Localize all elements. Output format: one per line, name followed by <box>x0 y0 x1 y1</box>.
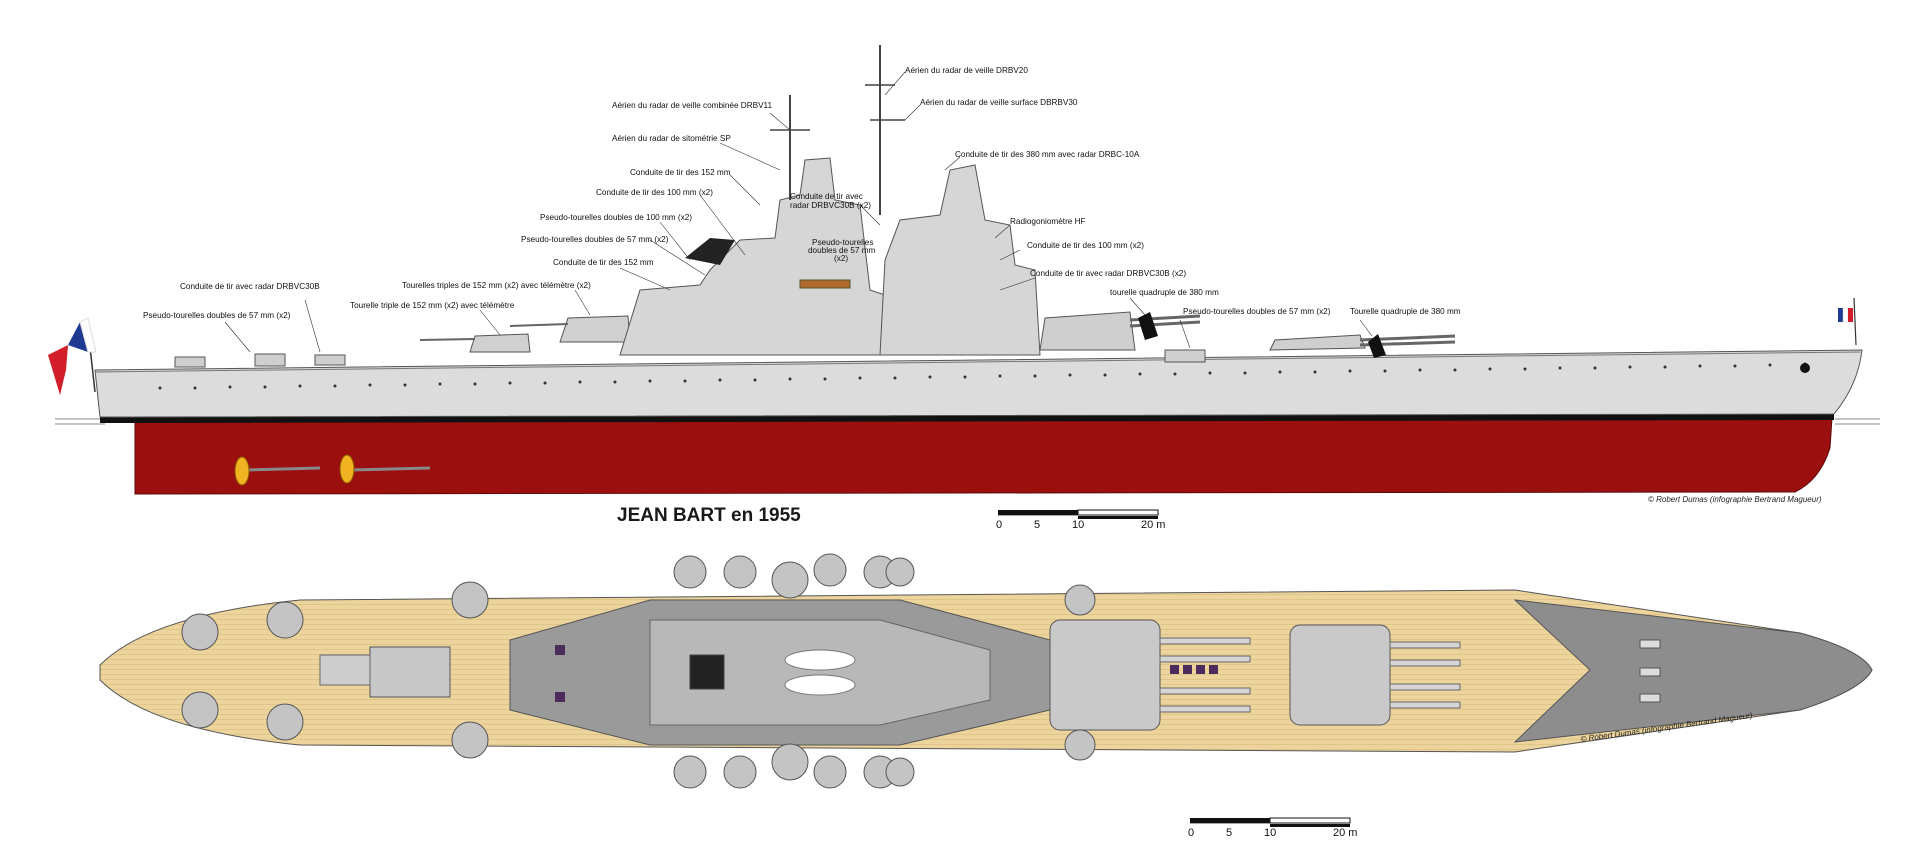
scale-plan-10: 10 <box>1264 827 1277 839</box>
label-cdt-drbvc30b-right: Conduite de tir avec radar DRBVC30B (x2) <box>1030 269 1187 278</box>
scale-profile-5: 5 <box>1034 519 1041 531</box>
scale-profile-0: 0 <box>996 519 1003 531</box>
label-cdt-drbvc30b-1: Conduite de tir avec <box>790 192 863 201</box>
label-pt57-c2: doubles de 57 mm <box>808 246 876 255</box>
label-pt57-left: Pseudo-tourelles doubles de 57 mm (x2) <box>143 311 291 320</box>
scale-profile-20: 20 m <box>1141 519 1166 531</box>
plan-turret-380-a <box>1289 624 1391 726</box>
label-drbv20: Aérien du radar de veille DRBV20 <box>905 66 1028 75</box>
label-pt57-mid: Pseudo-tourelles doubles de 57 mm (x2) <box>521 235 669 244</box>
propeller-2 <box>339 454 355 484</box>
scale-plan-20: 20 m <box>1333 827 1358 839</box>
label-sitometrie: Aérien du radar de sitométrie SP <box>612 134 731 143</box>
bow-deck <box>1513 599 1873 743</box>
label-quad380-a: tourelle quadruple de 380 mm <box>1110 288 1219 297</box>
plan-view <box>99 553 1873 789</box>
bow-flag <box>1838 297 1857 346</box>
label-quad380-b: Tourelle quadruple de 380 mm <box>1350 307 1461 316</box>
label-pt57-c1: Pseudo-tourelles <box>812 238 874 247</box>
label-cdt-drbvc30b-left: Conduite de tir avec radar DRBVC30B <box>180 282 320 291</box>
label-tourelle152-tele: Tourelle triple de 152 mm (x2) avec télé… <box>350 301 515 310</box>
profile-view <box>48 45 1880 495</box>
drawing-title: JEAN BART en 1955 <box>617 505 801 526</box>
underwater-hull <box>134 417 1833 495</box>
upper-hull <box>94 349 1863 418</box>
stern-flag <box>48 317 97 395</box>
turret-380-b <box>1039 311 1136 351</box>
scale-profile-10: 10 <box>1072 519 1085 531</box>
scale-plan-5: 5 <box>1226 827 1233 839</box>
credit-profile: © Robert Dumas (infographie Bertrand Mag… <box>1648 495 1822 504</box>
turret-380-a <box>1269 334 1366 351</box>
label-cdt152-top: Conduite de tir des 152 mm <box>630 168 731 177</box>
label-cdt-drbvc30b-2: radar DRBVC30B (x2) <box>790 201 871 210</box>
label-pt57-c3: (x2) <box>834 254 849 263</box>
leader-lines <box>224 71 1373 353</box>
scale-bar-profile <box>998 509 1159 519</box>
label-drbv30: Aérien du radar de veille surface DBRBV3… <box>920 98 1078 107</box>
label-pt100: Pseudo-tourelles doubles de 100 mm (x2) <box>540 213 693 222</box>
scale-plan-0: 0 <box>1188 827 1195 839</box>
propeller-1 <box>234 456 250 486</box>
label-cdt100: Conduite de tir des 100 mm (x2) <box>596 188 713 197</box>
plan-turret-380-b <box>1049 619 1161 731</box>
label-radiogonio: Radiogoniomètre HF <box>1010 217 1086 226</box>
label-cdt100-right: Conduite de tir des 100 mm (x2) <box>1027 241 1144 250</box>
label-drbc10a: Conduite de tir des 380 mm avec radar DR… <box>955 150 1140 159</box>
funnel-cap <box>685 238 735 265</box>
label-tourelles152: Tourelles triples de 152 mm (x2) avec té… <box>402 281 591 290</box>
scale-bar-plan <box>1190 817 1351 827</box>
label-cdt152-mid: Conduite de tir des 152 mm <box>553 258 654 267</box>
forward-superstructure <box>879 164 1041 356</box>
label-pt57-right: Pseudo-tourelles doubles de 57 mm (x2) <box>1183 307 1331 316</box>
label-drbv11: Aérien du radar de veille combinée DRBV1… <box>612 101 773 110</box>
